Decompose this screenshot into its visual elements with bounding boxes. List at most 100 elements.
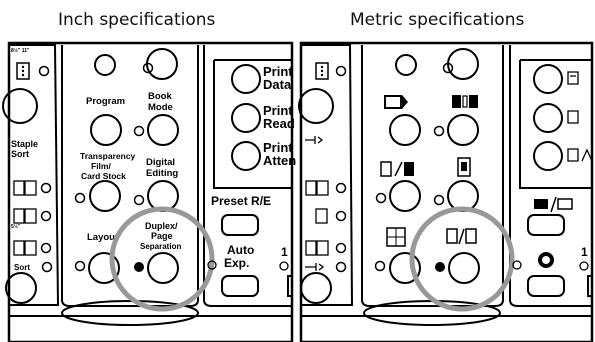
printer-icon-2: [567, 110, 579, 124]
inch-sidebar: 8½" 11" Staple Sort 5½" Sort: [2, 47, 53, 304]
metric-duplex-lamp: [435, 262, 445, 272]
metric-indicator-2: [305, 180, 317, 196]
metric-layout-button[interactable]: [389, 252, 421, 284]
metric-top-key-2[interactable]: [447, 48, 479, 80]
metric-indicator-1: [315, 62, 329, 80]
print-atten-label-2: Atten: [263, 153, 296, 168]
inch-transparency-label-2: Film/: [91, 161, 111, 171]
inch-duplex-label-2: Page: [151, 231, 173, 241]
inch-lamp-3: [40, 210, 52, 222]
metric-auto-exp-button[interactable]: [527, 275, 565, 297]
inch-duplex-label-3: Separation: [140, 242, 181, 251]
metric-lamp-2: [335, 182, 347, 194]
metric-staple-button[interactable]: [298, 88, 334, 124]
inch-duplex-label-1: Duplex/: [145, 221, 178, 231]
print-data-label-1: Print: [263, 64, 293, 79]
inch-digital-editing-button[interactable]: [147, 180, 179, 212]
inch-duplex-lamp: [134, 262, 144, 272]
inch-layout-button[interactable]: [88, 252, 120, 284]
print-data-label-2: Data: [263, 77, 292, 92]
metric-caption: Metric specifications: [350, 10, 525, 30]
sort-icon: [305, 263, 325, 271]
metric-program-button[interactable]: [389, 114, 421, 146]
print-atten-button[interactable]: [231, 141, 261, 171]
inch-digital-label-1: Digital: [146, 157, 175, 168]
metric-print-key-2[interactable]: [533, 103, 563, 133]
metric-highlight-circle: [409, 206, 515, 312]
inch-top-key-1[interactable]: [94, 54, 116, 76]
inch-keys: Program Book Mode Transparency Film/ Car…: [74, 48, 215, 312]
inch-right-panel: Print Data Print Read Print Atten Preset…: [207, 64, 296, 297]
inch-paper-bottom-label: 5½": [11, 223, 21, 230]
inch-book-mode-button[interactable]: [147, 114, 179, 146]
inch-transparency-button[interactable]: [89, 180, 121, 212]
print-read-label-2: Read: [263, 116, 295, 131]
inch-indicator-4: [13, 240, 25, 256]
inch-one-label: 1: [281, 245, 288, 259]
inch-layout-label: Layout: [87, 232, 119, 243]
metric-lamp-4: [335, 242, 347, 254]
inch-indicator-2: [13, 180, 25, 196]
metric-one-label: 1: [581, 245, 588, 259]
inch-caption: Inch specifications: [58, 10, 216, 30]
metric-lamp-3: [335, 210, 347, 222]
digital-editing-icon: [457, 157, 471, 177]
metric-right-panel: 1: [512, 64, 593, 297]
print-read-label-1: Print: [263, 103, 293, 118]
metric-print-key-3[interactable]: [533, 141, 563, 171]
inch-duplex-button[interactable]: [147, 252, 179, 284]
duplex-icon: [446, 228, 458, 244]
metric-book-mode-button[interactable]: [447, 114, 479, 146]
metric-preset-button[interactable]: [527, 214, 565, 236]
auto-exp-button[interactable]: [221, 275, 259, 297]
preset-button[interactable]: [221, 214, 259, 236]
inch-indicator-1: [16, 62, 30, 80]
staple-icon: [305, 136, 324, 144]
inch-staple-button[interactable]: [2, 88, 38, 124]
printer-icon-1: [567, 71, 579, 85]
metric-indicator-3: [315, 208, 328, 224]
inch-sort-button[interactable]: [5, 272, 37, 304]
metric-print-key-1[interactable]: [533, 64, 563, 94]
inch-highlight-circle: [109, 206, 215, 312]
inch-top-key-2[interactable]: [146, 48, 178, 80]
print-data-button[interactable]: [231, 64, 261, 94]
metric-transparency-button[interactable]: [389, 180, 421, 212]
print-read-button[interactable]: [231, 103, 261, 133]
metric-digital-editing-button[interactable]: [447, 180, 479, 212]
auto-exp-label-1: Auto: [227, 243, 254, 257]
inch-digital-label-2: Editing: [146, 168, 178, 179]
inch-lamp-5: [41, 261, 53, 273]
inch-program-button[interactable]: [90, 114, 122, 146]
inch-book-mode-label-1: Book: [148, 91, 172, 102]
inch-staple-label: Staple: [11, 139, 38, 149]
metric-indicator-4: [305, 240, 317, 256]
metric-lamp-1: [335, 65, 347, 77]
metric-top-key-1[interactable]: [395, 54, 417, 76]
preset-icon: [534, 199, 548, 209]
metric-duplex-button[interactable]: [448, 252, 480, 284]
inch-transparency-label-1: Transparency: [80, 151, 136, 161]
inch-lamp-4: [40, 242, 52, 254]
metric-sidebar: [298, 62, 347, 304]
printer-warning-icon: [567, 148, 593, 162]
print-atten-label-1: Print: [263, 140, 293, 155]
transparency-icon: [380, 161, 392, 177]
inch-sort-bottom-label: Sort: [14, 263, 30, 272]
metric-keys: [374, 48, 515, 312]
inch-book-mode-label-2: Mode: [148, 102, 173, 113]
book-mode-icon: [452, 95, 461, 108]
inch-sort-label: Sort: [11, 149, 29, 159]
metric-panel: [299, 41, 594, 342]
metric-sort-button[interactable]: [300, 272, 332, 304]
metric-lamp-5: [335, 261, 347, 273]
preset-label: Preset R/E: [211, 194, 271, 208]
inch-panel: [7, 41, 294, 342]
inch-lamp-1: [38, 65, 50, 77]
inch-indicator-3: [13, 208, 25, 224]
inch-transparency-label-3: Card Stock: [81, 171, 126, 181]
auto-exp-label-2: Exp.: [224, 256, 249, 270]
inch-program-label: Program: [86, 96, 125, 107]
